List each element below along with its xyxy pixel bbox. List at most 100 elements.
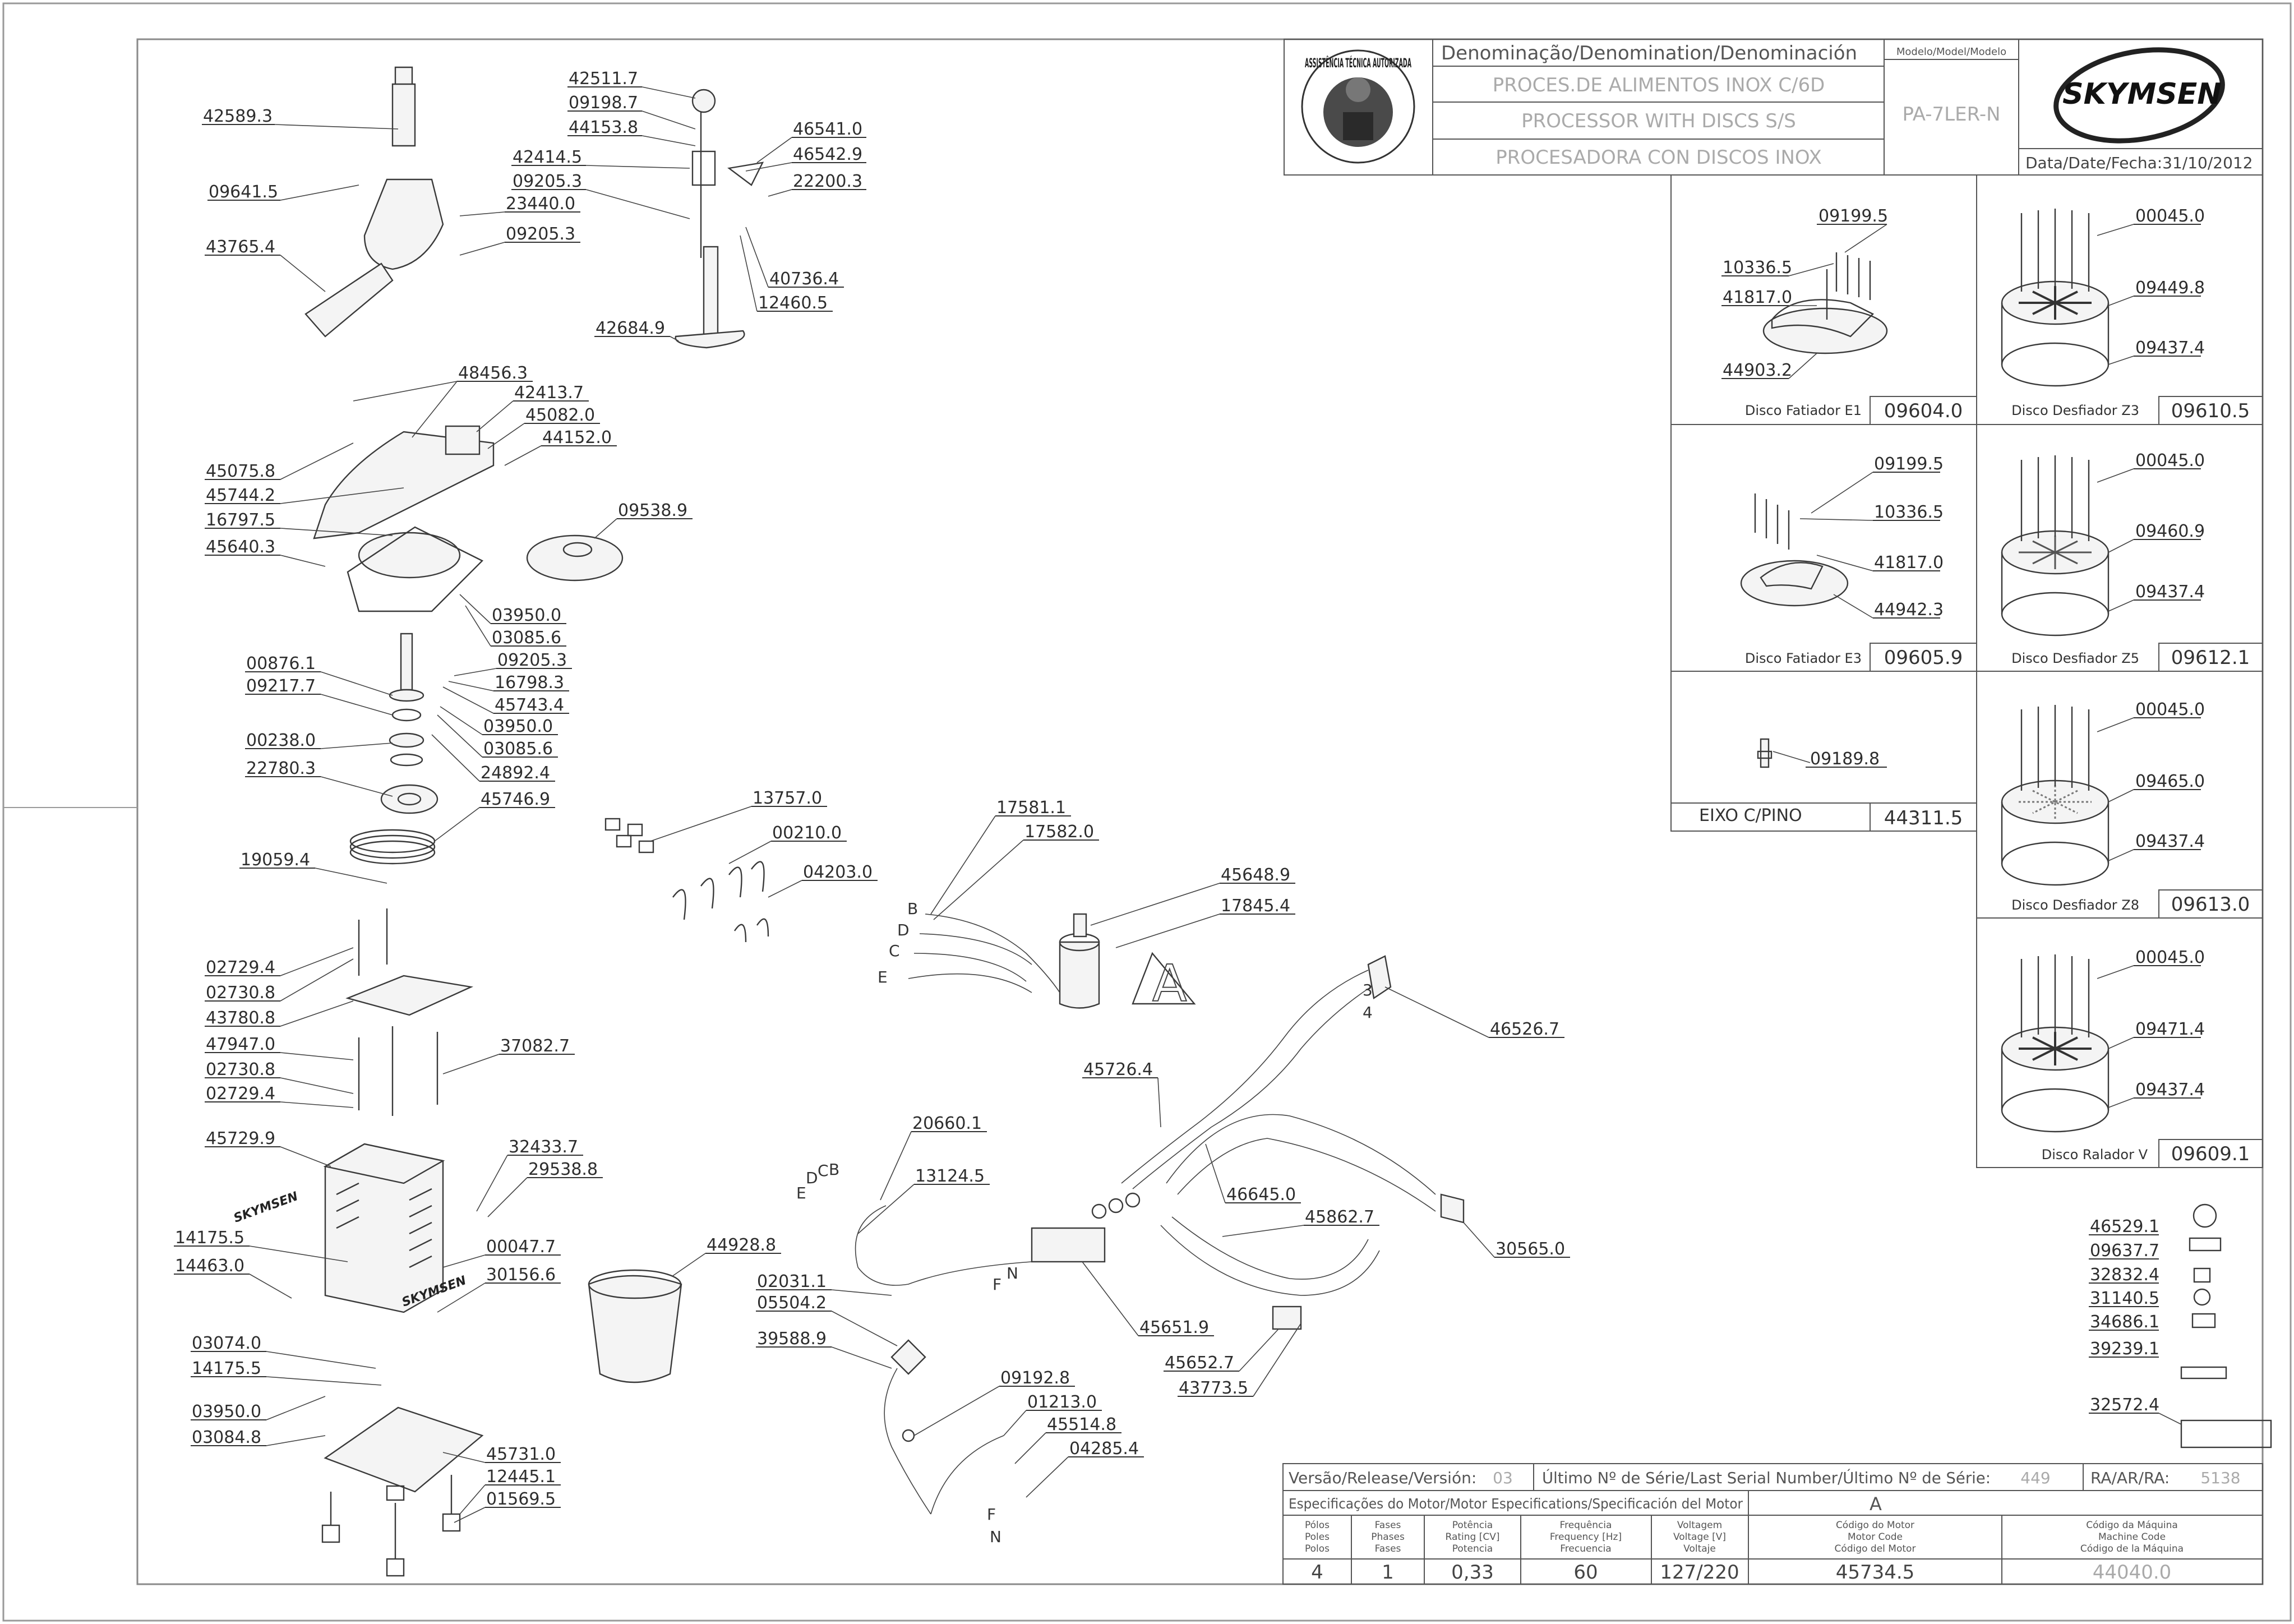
part-label: 01569.5 [486,1489,556,1509]
wire-letter: E [796,1184,806,1202]
part-label: 44928.8 [707,1235,776,1255]
part-label: 45731.0 [486,1445,556,1464]
release-motor-block: Versão/Release/Versión: 03 Último Nº de … [1282,1463,2263,1585]
model-value: PA-7LER-N [1902,103,2000,126]
part-label: 46645.0 [1226,1185,1296,1205]
part-label: 45640.3 [206,537,275,557]
disc-caption: Disco Fatiador E3 [1745,650,1862,666]
part-label: 00210.0 [772,823,842,843]
part-label: 44942.3 [1874,600,1944,620]
denomination-header: Denominação/Denomination/Denominación [1441,42,1857,64]
part-label: 09538.9 [618,501,687,520]
part-label: 09205.3 [497,650,567,670]
part-label: 16797.5 [206,510,275,530]
svg-text:SKYMSEN: SKYMSEN [232,1189,300,1226]
eixo-c-pino: 09189.8 EIXO C/PINO 44311.5 [1699,738,1963,829]
part-label: 45075.8 [206,462,275,481]
disc-fatiador-e1: 09199.5 10336.5 41817.0 44903.2 Disco Fa… [1721,206,1963,422]
disc-code: 09604.0 [1884,400,1963,422]
col-power: Potência [1452,1520,1493,1531]
authorized-service-seal: ASSISTÊNCIA TÉCNICA AUTORIZADA [1301,49,1415,164]
col-machine-code: Machine Code [2098,1531,2166,1543]
part-label: 00876.1 [246,654,316,673]
part-label: 45743.4 [495,695,564,715]
part-label: 03085.6 [492,628,561,648]
disc-caption: EIXO C/PINO [1699,806,1802,825]
val-poles: 4 [1311,1561,1323,1584]
part-label: 05504.2 [757,1293,827,1313]
disc-fatiador-e3: 09199.5 10336.5 41817.0 44942.3 Disco Fa… [1740,454,1963,669]
part-label: 45652.7 [1165,1353,1234,1373]
col-freq: Frecuencia [1560,1543,1611,1554]
part-label: 45648.9 [1221,865,1290,885]
part-label: 14175.5 [175,1228,244,1248]
part-label: 20660.1 [912,1114,982,1133]
wire-letter: F [993,1275,1001,1294]
val-power: 0,33 [1451,1561,1494,1584]
motor-letter-a: A [1152,954,1187,1013]
part-label: 09199.5 [1818,206,1888,226]
wire-letter: D [806,1169,818,1187]
disc-caption: Disco Desfiador Z3 [2011,403,2139,418]
part-label: 04285.4 [1069,1439,1139,1459]
part-label: 01213.0 [1027,1392,1097,1412]
part-label: 14463.0 [175,1256,244,1276]
part-label: 41817.0 [1723,288,1792,307]
wire-letter: N [1007,1264,1018,1282]
col-motor-code: Código do Motor [1836,1520,1914,1531]
col-power: Rating [CV] [1446,1531,1500,1543]
part-label: 09471.4 [2135,1019,2205,1039]
col-phases: Fases [1375,1520,1401,1531]
part-label: 09449.8 [2135,278,2205,298]
part-label: 43765.4 [206,237,275,257]
part-label: 17845.4 [1221,896,1290,916]
wire-letter: C [818,1161,829,1180]
part-label: 09465.0 [2135,772,2205,791]
disc-caption: Disco Ralador V [2042,1147,2148,1162]
wire-letter: B [907,899,918,918]
val-freq: 60 [1573,1561,1598,1584]
part-label: 09437.4 [2135,1080,2205,1100]
ra-label: RA/AR/RA: [2090,1469,2170,1487]
part-label: 03950.0 [492,606,561,625]
part-label: 44153.8 [569,118,638,137]
disc-caption: Disco Desfiador Z5 [2011,650,2139,666]
col-poles: Pólos [1305,1520,1330,1531]
part-label: 00045.0 [2135,700,2205,719]
part-label: 44152.0 [542,428,612,447]
disc-code: 44311.5 [1884,807,1963,829]
wire-letters: B D C E A F N E D C B F N 3 4 [796,899,1373,1546]
part-label: 09641.5 [209,182,278,202]
part-label: 03950.0 [483,717,553,736]
part-label: 45744.2 [206,486,275,505]
part-label: 00045.0 [2135,451,2205,470]
part-label: 46529.1 [2090,1217,2159,1237]
release-label: Versão/Release/Versión: [1289,1469,1476,1487]
col-voltage: Voltage [V] [1673,1531,1726,1543]
part-label: 09205.3 [513,172,582,191]
part-label: 00045.0 [2135,206,2205,226]
part-label: 39588.9 [757,1329,827,1349]
part-label: 09460.9 [2135,522,2205,541]
part-label: 42511.7 [569,69,638,89]
part-label: 48456.3 [458,363,528,383]
wire-letter: B [829,1160,839,1179]
col-freq: Frequency [Hz] [1550,1531,1622,1543]
part-label: 42589.3 [203,107,273,126]
val-motor-code: 45734.5 [1836,1561,1915,1584]
disc-desfiador-z5: 00045.0 09460.9 09437.4 Disco Desfiador … [2001,451,2250,669]
date-text: Data/Date/Fecha:31/10/2012 [2025,154,2253,172]
part-label: 43780.8 [206,1008,275,1028]
main-part-labels: 42589.3 09641.5 43765.4 42511.7 09198.7 … [174,69,1570,1523]
part-label: 09437.4 [2135,582,2205,602]
part-label: 30565.0 [1496,1239,1565,1259]
col-freq: Frequência [1560,1520,1612,1531]
col-motor-code: Motor Code [1848,1531,1903,1543]
disc-code: 09612.1 [2171,647,2250,669]
col-machine-code: Código da Máquina [2086,1520,2178,1531]
disc-code: 09609.1 [2171,1143,2250,1165]
col-poles: Polos [1305,1543,1330,1554]
disc-code: 09605.9 [1884,647,1963,669]
part-label: 39239.1 [2090,1339,2159,1359]
